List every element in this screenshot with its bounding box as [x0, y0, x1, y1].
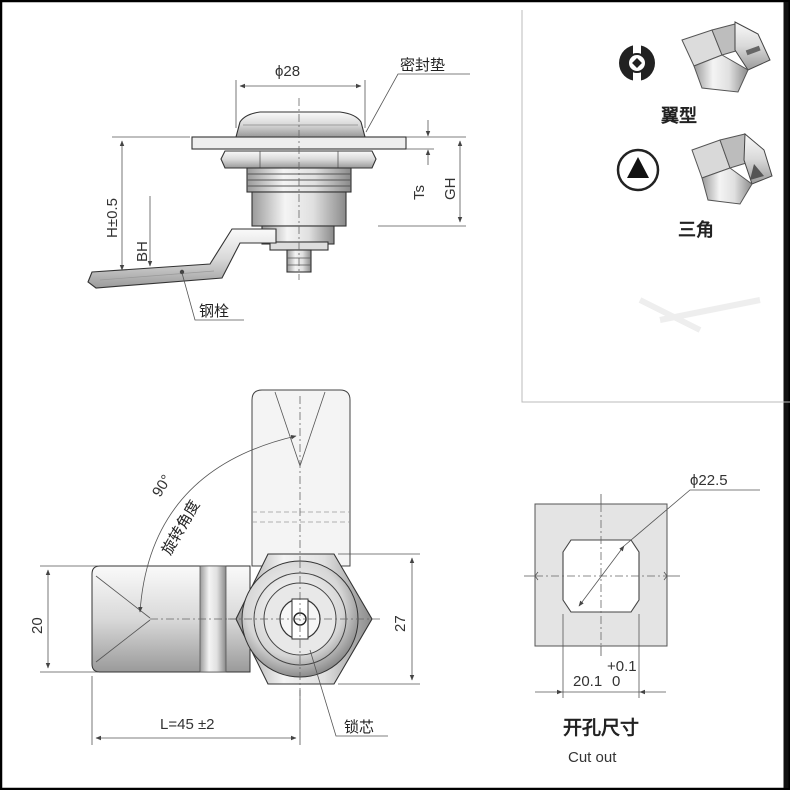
front-view [91, 389, 380, 700]
gh-dimension-label: GH [442, 178, 459, 201]
triangle-key-insert-image [691, 132, 773, 205]
ts-dimension-label: Ts [411, 185, 428, 200]
steel-tongue [87, 228, 277, 289]
diameter-28-label: ϕ28 [275, 63, 300, 80]
cutout-diameter-label: ϕ22.5 [690, 472, 728, 489]
wing-key-insert-image [681, 21, 771, 93]
cutout-view: ϕ22.5 20.1 +0.1 0 开孔尺寸 Cut out [524, 472, 760, 766]
tongue-width-label: 20 [29, 617, 46, 634]
lock-cap [235, 111, 366, 138]
triangle-type-label: 三角 [678, 219, 714, 241]
rotated-tongue [251, 389, 351, 567]
cutout-title-en: Cut out [568, 749, 617, 766]
hex-nut [220, 150, 377, 169]
length-label: L=45 ±2 [160, 716, 215, 733]
side-view-dimensions: ϕ28 密封垫 H±0.5 BH Ts GH 钢栓 [104, 56, 470, 321]
cutout-title-cn: 开孔尺寸 [563, 716, 639, 739]
key-types-panel: 翼型 三角 [616, 21, 773, 333]
cutout-width-label: 20.1 [573, 673, 602, 690]
wing-key-icon [619, 45, 655, 81]
h-dimension-label: H±0.5 [104, 198, 121, 238]
bh-dimension-label: BH [134, 241, 151, 262]
hex-size-label: 27 [392, 615, 409, 632]
rotation-angle-label: 旋转角度 [158, 497, 204, 558]
tolerance-upper: +0.1 [607, 658, 637, 675]
angle-label: 90° [149, 472, 175, 500]
key-type-panel-border [521, 10, 790, 403]
steel-bolt-label: 钢栓 [199, 302, 229, 320]
wing-type-label: 翼型 [660, 105, 697, 127]
side-view [87, 98, 407, 289]
triangle-key-icon [616, 148, 660, 192]
lock-core-label: 锁芯 [344, 718, 374, 736]
gasket-label: 密封垫 [400, 56, 445, 74]
tolerance-lower: 0 [612, 673, 620, 690]
